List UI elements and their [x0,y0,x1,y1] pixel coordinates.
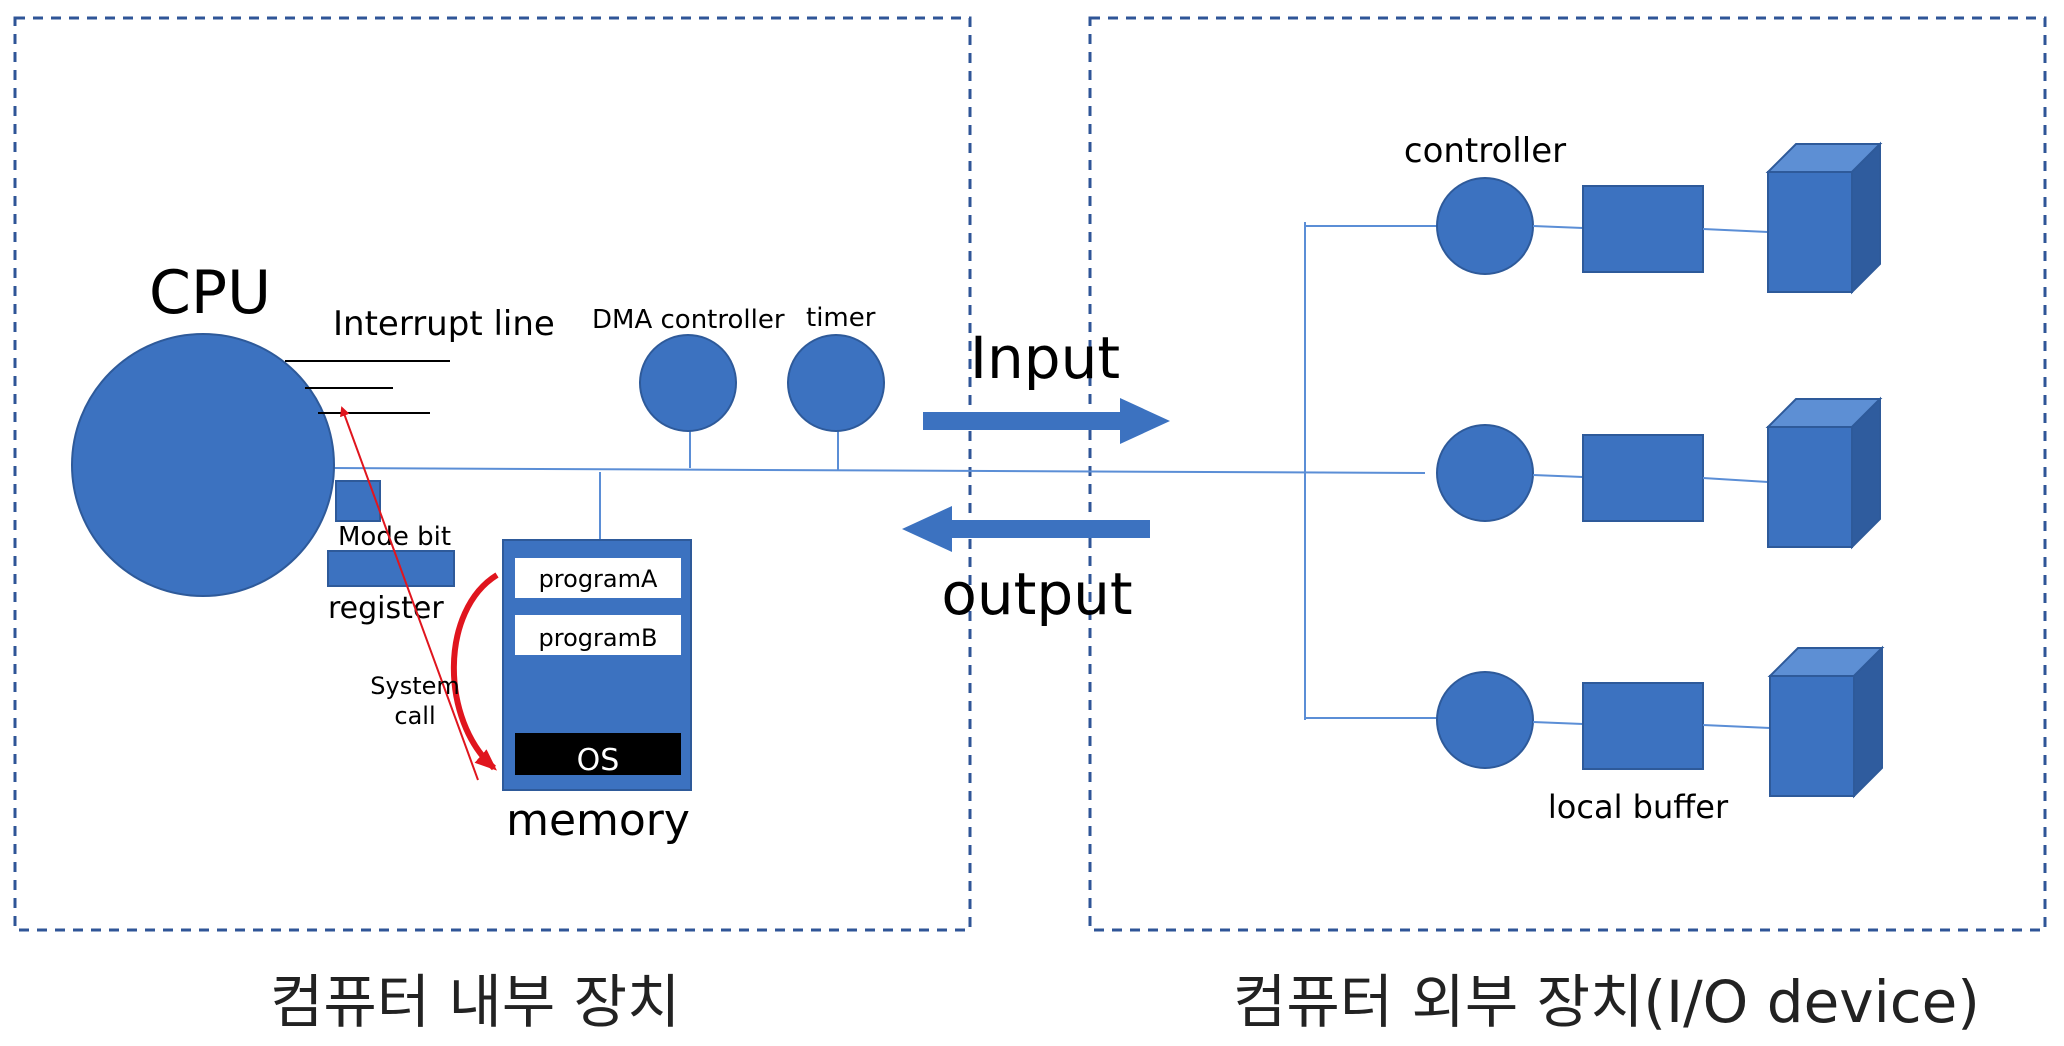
buffer-device-link-1 [1702,228,1769,233]
controller-buffer-link-2 [1532,474,1584,478]
program-b-box [515,615,681,655]
controller-circle-1 [1436,177,1534,275]
dma-controller-circle [639,334,737,432]
cpu-circle [71,333,335,597]
controller-label: controller [1404,131,1566,171]
external-devices-caption: 컴퓨터 외부 장치(I/O device) [1233,968,1980,1036]
local-buffer-1 [1582,185,1704,273]
io-device-cube-3 [1767,645,1885,799]
program-a-box [515,558,681,598]
buffer-device-link-3 [1702,724,1771,729]
input-label: Input [970,324,1120,392]
syscall-curved-arrow [450,572,499,771]
io-device-cube-2 [1765,396,1883,550]
system-bus-line [329,467,1426,474]
register-label: register [328,591,444,626]
output-label: output [941,560,1132,628]
local-buffer-2 [1582,434,1704,522]
controller-circle-3 [1436,671,1534,769]
mode-bit-label: Mode bit [338,522,451,552]
controller-buffer-link-1 [1532,225,1584,229]
os-label: OS [577,743,620,778]
cpu-label: CPU [149,258,271,328]
controller-circle-2 [1436,424,1534,522]
internal-devices-caption: 컴퓨터 내부 장치 [270,968,681,1036]
memory-label: memory [506,795,690,846]
timer-circle [787,334,885,432]
system-call-label-2: call [394,702,435,730]
dma-controller-label: DMA controller [592,305,785,335]
system-call-label-1: System [370,672,460,700]
syscall-thin-arrow [340,406,479,781]
controller-buffer-link-3 [1532,721,1584,725]
timer-label: timer [806,303,876,333]
external-devices-region [1088,16,2047,932]
os-block [515,733,681,775]
program-a-label: programA [539,565,658,593]
mode-bit-box [335,480,381,522]
interrupt-line-label: Interrupt line [333,304,555,344]
local-buffer-label: local buffer [1548,788,1729,826]
buffer-device-link-2 [1702,477,1769,483]
output-arrow [902,506,1150,552]
register-box [327,550,455,587]
internal-devices-region [13,16,972,932]
local-buffer-3 [1582,682,1704,770]
program-b-label: programB [539,624,658,652]
io-device-cube-1 [1765,141,1883,295]
input-arrow [923,398,1170,444]
